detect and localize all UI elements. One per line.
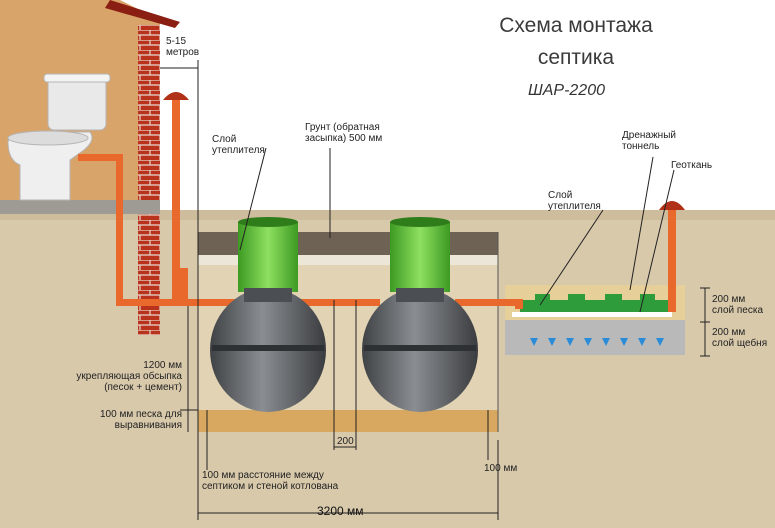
pit-leveling-sand: [198, 410, 498, 432]
septic-tank-1: [210, 217, 326, 412]
total-width-label: 3200 мм: [317, 504, 364, 518]
wall-distance-label: 100 мм расстояние между септиком и стено…: [202, 470, 339, 492]
insulation-left-label: Слой утеплителя: [212, 134, 265, 156]
geotextile: [512, 312, 672, 317]
drain-tunnel: [520, 294, 668, 312]
casing-label: 1200 мм укрепляющая обсыпка (песок + цем…: [76, 360, 182, 393]
drain-gravel: [505, 320, 685, 355]
gravel-layer-label: 200 мм слой щебня: [712, 327, 768, 349]
vent-cap-right: [659, 201, 685, 210]
septic-tank-2: [362, 217, 478, 412]
vent-cap-left: [163, 92, 189, 100]
toilet-icon: [7, 73, 111, 201]
pit-insulation: [198, 255, 498, 265]
leveling-sand-label: 100 мм песка для выравнивания: [100, 409, 182, 431]
sewer-pipes: [78, 98, 676, 312]
floor: [0, 200, 160, 214]
title-line2: септика: [537, 46, 615, 69]
right-gap-label: 100 мм: [484, 463, 518, 474]
title-line1: Схема монтажа: [499, 14, 653, 37]
gap-between-label: 200: [337, 436, 354, 447]
sand-layer-label: 200 мм слой песка: [712, 294, 764, 316]
infiltration-arrows: [530, 338, 664, 346]
roof-edge: [105, 0, 180, 28]
brick-column: [138, 25, 160, 335]
dimension-lines: [160, 60, 710, 520]
model-name: ШАР-2200: [528, 82, 605, 99]
geotextile-label: Геоткань: [671, 160, 713, 171]
distance-label: 5-15 метров: [166, 36, 200, 58]
backfill-label: Грунт (обратная засыпка) 500 мм: [305, 122, 383, 144]
insulation-right-label: Слой утеплителя: [548, 190, 601, 212]
drain-tunnel-label: Дренажный тоннель: [622, 130, 676, 152]
grass-strip: [0, 210, 775, 220]
